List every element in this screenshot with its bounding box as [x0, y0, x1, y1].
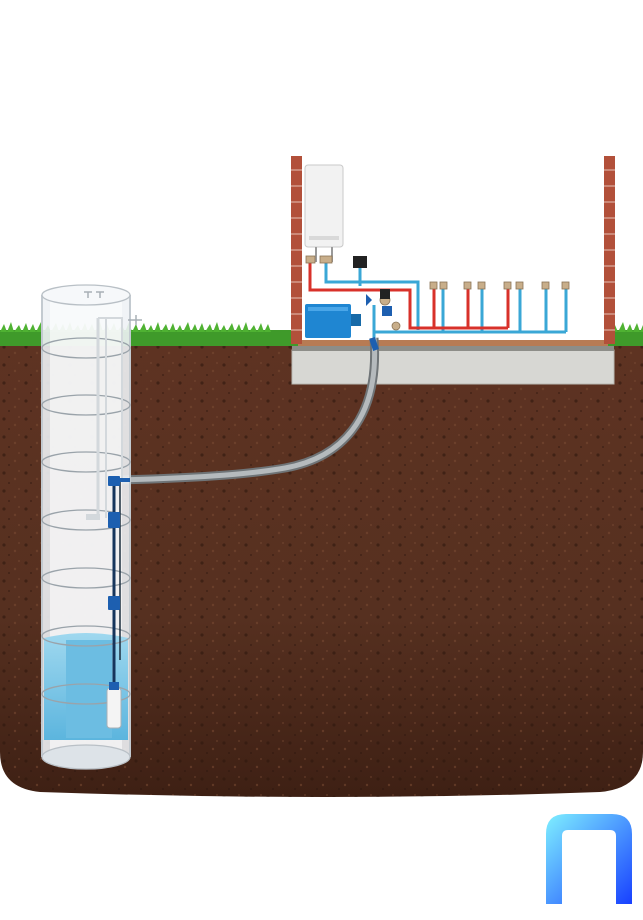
cold-water-pipes [324, 262, 568, 340]
water-heater-icon [304, 164, 344, 262]
brand-logo [546, 814, 632, 904]
well-head [84, 291, 142, 325]
soil-ground [0, 342, 643, 797]
house-foundation [291, 340, 615, 385]
pressure-switch [353, 256, 392, 316]
submersible-pump-icon [106, 682, 122, 729]
well-casing-rings [41, 284, 131, 770]
booster-pump-icon [305, 304, 361, 338]
house-wall-left [291, 156, 302, 344]
drop-pipe-fittings [86, 476, 120, 610]
house-wall-right [604, 156, 615, 344]
drop-pipe [96, 317, 130, 690]
supply-hose [119, 337, 380, 485]
hot-water-pipes [308, 262, 510, 330]
